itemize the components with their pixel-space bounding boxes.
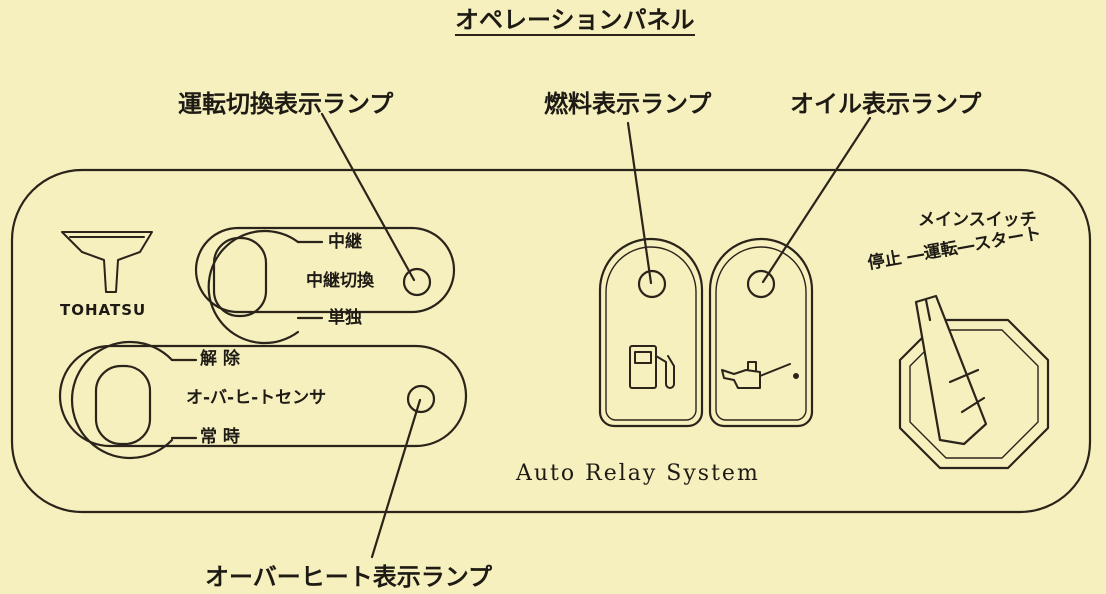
callout-fuel-lamp: 燃料表示ランプ xyxy=(544,90,712,118)
oil-lamp-housing xyxy=(708,237,814,428)
overheat-switch-upper-label: 解 除 xyxy=(200,349,240,369)
overheat-leader-line xyxy=(370,398,422,559)
tohatsu-logo-icon xyxy=(61,231,153,293)
brand-label: TOHATSU xyxy=(60,301,147,319)
callout-oil-lamp: オイル表示ランプ xyxy=(790,90,982,118)
oil-lamp xyxy=(746,269,776,299)
fuel-lamp-housing xyxy=(598,237,704,428)
relay-lamp xyxy=(402,267,432,297)
overheat-lamp xyxy=(406,384,436,414)
system-name: Auto Relay System xyxy=(516,461,760,486)
panel-outline xyxy=(10,168,1092,514)
relay-switch-upper-label: 中継 xyxy=(328,232,362,252)
relay-switch-lever[interactable] xyxy=(212,236,268,318)
fuel-lamp xyxy=(637,269,667,299)
main-key-switch-icon[interactable] xyxy=(898,294,1050,470)
oil-leader-line xyxy=(761,116,872,284)
relay-leader-line xyxy=(320,112,416,282)
relay-switch-lower-label: 単独 xyxy=(328,308,362,328)
main-switch-title: メインスイッチ xyxy=(918,210,1037,230)
overheat-switch-plate xyxy=(58,340,468,460)
callout-relay-lamp: 運転切換表示ランプ xyxy=(178,90,394,118)
overheat-switch-lever[interactable] xyxy=(94,364,152,446)
relay-switch-middle-label: 中継切換 xyxy=(306,271,374,291)
relay-switch-plate xyxy=(194,226,456,345)
overheat-switch-lower-label: 常 時 xyxy=(200,427,240,447)
fuel-pump-icon xyxy=(629,345,675,389)
callout-overheat-lamp: オーバーヒート表示ランプ xyxy=(205,563,493,591)
overheat-switch-middle-label: オ-バ-ヒ-トセンサ xyxy=(186,388,327,408)
oil-can-icon xyxy=(721,361,799,389)
fuel-leader-line xyxy=(626,121,653,285)
page-title: オペレーションパネル xyxy=(455,6,695,36)
